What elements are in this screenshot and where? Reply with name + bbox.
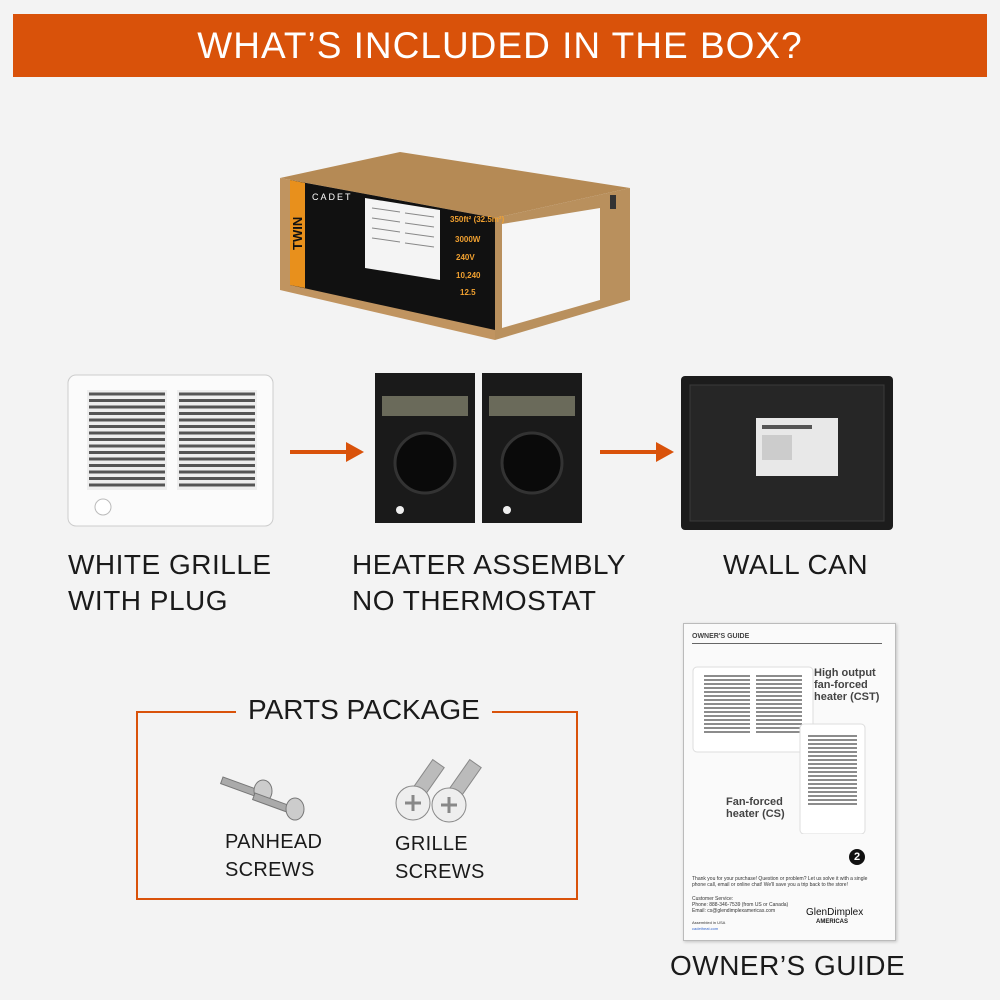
label-line: NO THERMOSTAT xyxy=(352,585,597,616)
label-line: GRILLE xyxy=(395,833,468,855)
guide-service: Customer Service: xyxy=(692,896,734,902)
warranty-badge: 2 xyxy=(849,849,865,865)
arrow-right-icon xyxy=(290,442,364,462)
owners-guide-label: OWNER’S GUIDE xyxy=(670,950,906,981)
guide-heater-photos xyxy=(692,666,866,834)
wall-can-label: WALL CAN xyxy=(723,549,869,580)
text-line: Fan-forced xyxy=(726,796,783,808)
box-spec: 10,240 xyxy=(456,271,481,280)
box-spec: 3000W xyxy=(455,235,481,244)
box-series: TWIN xyxy=(290,217,305,250)
heater-assembly-label: HEATER ASSEMBLY NO THERMOSTAT xyxy=(352,547,626,619)
box-brand: CADET xyxy=(312,192,353,202)
text-line: fan-forced xyxy=(814,679,868,691)
label-line: WITH PLUG xyxy=(68,585,229,616)
product-box-image: TWIN CADET 350ft² (32.5m²) 3000W 240V 10… xyxy=(280,152,630,340)
label-line: SCREWS xyxy=(225,859,315,881)
heater-assembly-image xyxy=(375,373,582,523)
title-banner: WHAT’S INCLUDED IN THE BOX? xyxy=(13,14,987,77)
guide-email: Email: cs@glendimplexamericas.com xyxy=(692,908,776,914)
text-line: heater (CS) xyxy=(726,808,785,820)
guide-thanks: Thank you for your purchase! Question or… xyxy=(692,876,868,888)
box-spec: 12.5 xyxy=(460,288,476,297)
grille-screws-image xyxy=(395,758,482,823)
panhead-screws-label: PANHEAD SCREWS xyxy=(225,828,322,884)
guide-header: OWNER'S GUIDE xyxy=(692,633,882,644)
panhead-screws-image xyxy=(219,776,305,821)
banner-title: WHAT’S INCLUDED IN THE BOX? xyxy=(197,24,803,66)
guide-phone: Phone: 888-346-7539 (from US or Canada) xyxy=(692,902,789,908)
white-grille-image xyxy=(67,374,274,527)
text-line: High output xyxy=(814,667,876,679)
label-line: SCREWS xyxy=(395,861,485,883)
white-grille-label: WHITE GRILLE WITH PLUG xyxy=(68,547,272,619)
guide-site: cadetheat.com xyxy=(692,926,719,931)
parts-package-title: PARTS PACKAGE xyxy=(236,694,492,726)
wall-can-image xyxy=(681,376,893,530)
label-line: WHITE GRILLE xyxy=(68,549,272,580)
text-line: heater (CST) xyxy=(814,691,880,703)
box-spec: 350ft² (32.5m²) xyxy=(450,215,505,224)
label-line: PANHEAD xyxy=(225,831,323,853)
parts-package-frame xyxy=(136,711,578,900)
box-spec: 240V xyxy=(456,253,475,262)
label-line: HEATER ASSEMBLY xyxy=(352,549,627,580)
guide-assembled: Assembled in USA xyxy=(692,920,726,925)
grille-screws-label: GRILLE SCREWS xyxy=(395,830,485,886)
glendimplex-logo-sub: AMERICAS xyxy=(816,919,849,925)
arrow-right-icon xyxy=(600,442,674,462)
glendimplex-logo: GlenDimplex xyxy=(806,907,864,918)
